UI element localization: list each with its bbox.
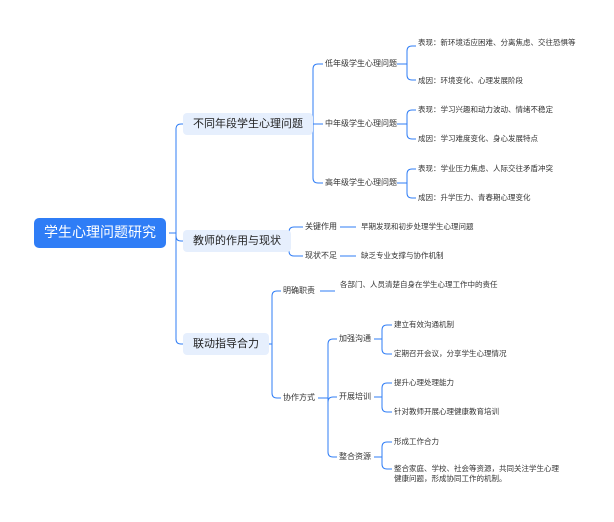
edges-resources-path — [374, 441, 392, 470]
edges-communication — [374, 324, 392, 355]
branch-node-joint-guidance[interactable]: 联动指导合力 — [183, 333, 269, 355]
edges-joint-guidance-path — [265, 290, 281, 399]
root-node[interactable]: 学生心理问题研究 — [34, 218, 166, 248]
topic-collaboration[interactable]: 协作方式 — [283, 393, 315, 402]
edges-training — [374, 382, 392, 413]
edges-training-path — [374, 382, 392, 413]
edges-collaboration — [318, 338, 337, 458]
topic-shortcomings[interactable]: 现状不足 — [305, 251, 337, 260]
leaf-resources-integration: 整合家庭、学校、社会等资源，共同关注学生心理健康问题，形成协同工作的机制。 — [394, 464, 559, 483]
subtopic-resources[interactable]: 整合资源 — [339, 452, 371, 461]
edges-lower-grade — [397, 45, 416, 81]
subtopic-training[interactable]: 开展培训 — [339, 392, 371, 401]
branch-node-age-groups[interactable]: 不同年段学生心理问题 — [183, 113, 313, 135]
edges-upper-grade — [397, 168, 416, 199]
leaf-resources-synergy: 形成工作合力 — [394, 437, 439, 446]
leaf-training-teachers: 针对教师开展心理健康教育培训 — [394, 407, 499, 416]
topic-clear-duties[interactable]: 明确职责 — [283, 286, 315, 295]
edges-upper-grade-path — [397, 168, 416, 199]
leaf-lower-symptoms: 表现：新环境适应困难、分离焦虑、交往恐惧等 — [418, 38, 576, 47]
leaf-upper-causes: 成因：升学压力、青春期心理变化 — [418, 193, 531, 202]
leaf-communication-meetings: 定期召开会议，分享学生心理情况 — [394, 349, 507, 358]
leaf-middle-symptoms: 表现：学习兴趣和动力波动、情绪不稳定 — [418, 105, 553, 114]
leaf-training-ability: 提升心理处理能力 — [394, 378, 454, 387]
edges-root — [169, 123, 183, 345]
edges-resources — [374, 441, 392, 470]
leaf-lower-causes: 成因：环境变化、心理发展阶段 — [418, 76, 523, 85]
topic-lower-grade[interactable]: 低年级学生心理问题 — [325, 59, 397, 68]
branch-node-teacher-role[interactable]: 教师的作用与现状 — [183, 230, 291, 252]
leaf-upper-symptoms: 表现：学业压力焦虑、人际交往矛盾冲突 — [418, 164, 553, 173]
edges-middle-grade-path — [397, 109, 416, 140]
edges-communication-path — [374, 324, 392, 355]
edges-root-path — [169, 123, 183, 345]
leaf-clear-duties: 各部门、人员清楚自身在学生心理工作中的责任 — [340, 280, 498, 289]
edges-collaboration-path — [318, 338, 337, 458]
edges-middle-grade — [397, 109, 416, 140]
leaf-communication-mechanism: 建立有效沟通机制 — [394, 320, 454, 329]
leaf-shortcomings: 缺乏专业支撑与协作机制 — [361, 251, 444, 260]
topic-middle-grade[interactable]: 中年级学生心理问题 — [325, 119, 397, 128]
topic-key-role[interactable]: 关键作用 — [305, 222, 337, 231]
edges-joint-guidance — [265, 290, 281, 399]
leaf-key-role: 早期发现和初步处理学生心理问题 — [361, 222, 474, 231]
leaf-middle-causes: 成因：学习难度变化、身心发展特点 — [418, 134, 538, 143]
edges-lower-grade-path — [397, 45, 416, 81]
topic-upper-grade[interactable]: 高年级学生心理问题 — [325, 178, 397, 187]
subtopic-communication[interactable]: 加强沟通 — [339, 334, 371, 343]
